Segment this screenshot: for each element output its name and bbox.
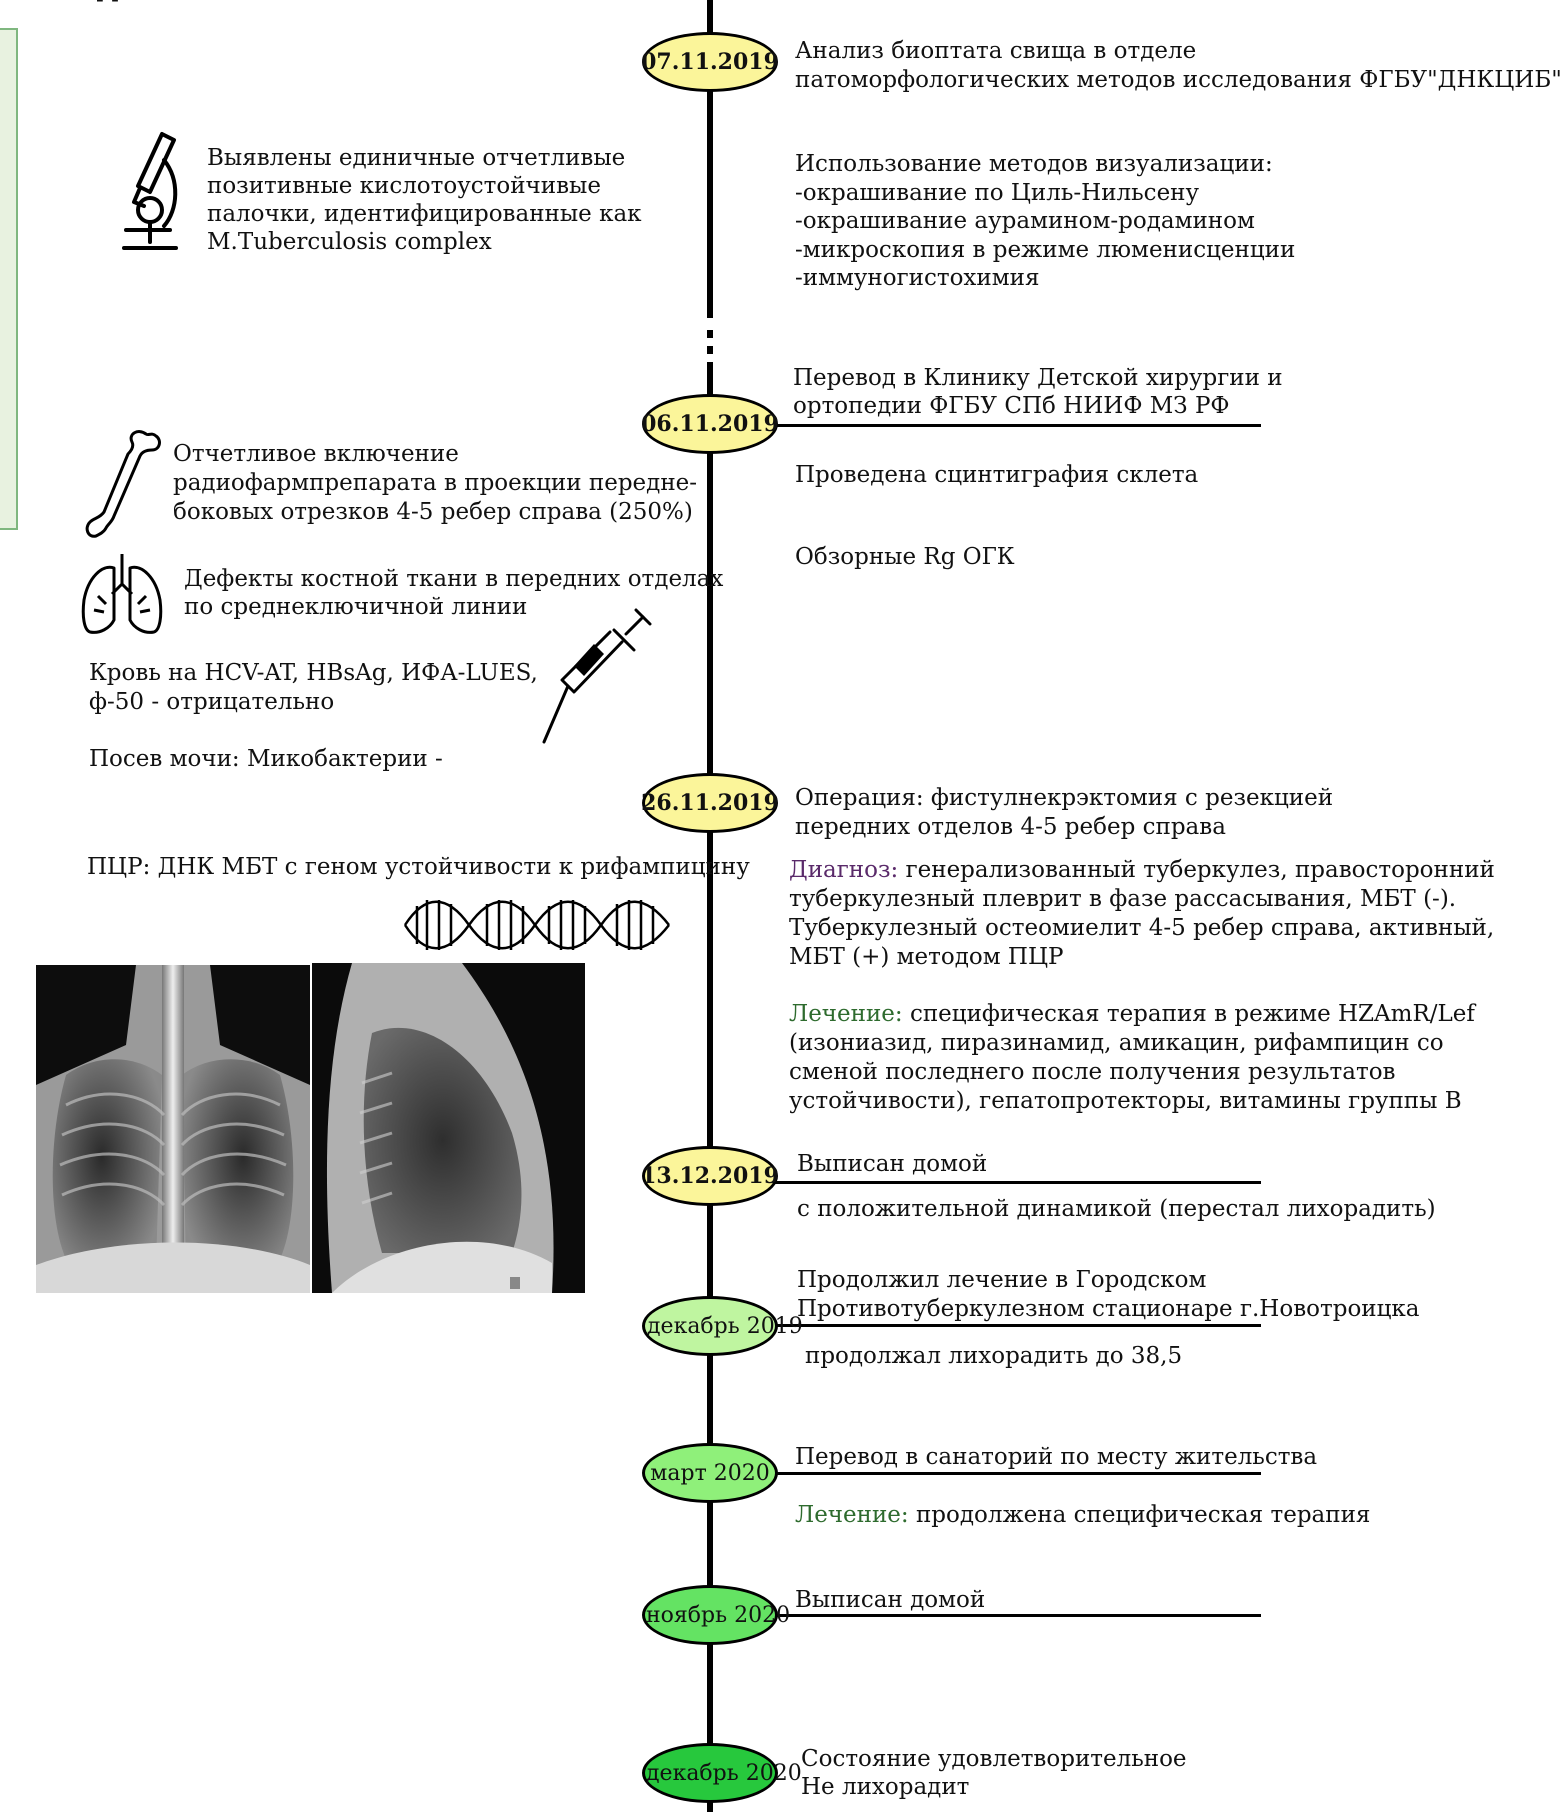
treatment-line: (изониазид, пиразинамид, амикацин, рифам…	[789, 1030, 1444, 1056]
tick-nov-2020	[710, 1614, 1261, 1617]
event-title-line: Перевод в Клинику Детской хирургии и	[793, 365, 1283, 391]
lungs-icon	[81, 554, 163, 634]
node-date: декабрь 2019	[647, 1313, 803, 1339]
event-detail-line: Использование методов визуализации:	[795, 151, 1273, 177]
scintigraphy-finding-line: радиофармпрепарата в проекции передне-	[173, 470, 698, 496]
event-title-line: Не лихорадит	[801, 1774, 970, 1800]
pcr-result-line: ПЦР: ДНК МБТ с геном устойчивости к рифа…	[87, 854, 750, 880]
timeline-node-mar-2020: март 2020	[642, 1443, 778, 1503]
xray-lateral-image	[312, 963, 585, 1293]
tick-dec-2019	[710, 1324, 1261, 1327]
diagnosis-text: генерализованный туберкулез, правосторон…	[898, 857, 1495, 883]
event-detail-line: -окрашивание по Циль-Нильсену	[795, 180, 1200, 206]
blood-test-line: Кровь на HCV-AT, HBsAg, ИФА-LUES,	[89, 660, 538, 686]
treatment-label: Лечение:	[795, 1502, 909, 1528]
tick-mar-2020	[710, 1472, 1261, 1475]
timeline-node-nov-2020: ноябрь 2020	[642, 1585, 790, 1645]
header-fragment: - -	[96, 0, 119, 13]
timeline-node-06-11-2019: 06.11.2019	[641, 394, 779, 454]
event-title-line: передних отделов 4-5 ребер справа	[795, 814, 1226, 840]
microscopy-finding-line: палочки, идентифицированные как	[207, 201, 642, 227]
event-detail-line: с положительной динамикой (перестал лихо…	[797, 1196, 1436, 1222]
microscope-icon	[122, 132, 178, 250]
event-detail-line: -микроскопия в режиме люменисценции	[795, 237, 1296, 263]
tick-13-12	[710, 1181, 1261, 1184]
scintigraphy-finding-line: боковых отрезков 4-5 ребер справа (250%)	[173, 499, 693, 525]
treatment-line: устойчивости), гепатопротекторы, витамин…	[789, 1088, 1462, 1114]
timeline-node-26-11-2019: 26.11.2019	[641, 773, 779, 833]
event-title-line: Противотуберкулезном стационаре г.Новотр…	[797, 1296, 1420, 1322]
dna-icon	[403, 900, 670, 950]
event-title-line: Анализ биоптата свища в отделе	[795, 38, 1197, 64]
node-date: ноябрь 2020	[646, 1602, 791, 1628]
xray-frontal-image	[36, 965, 310, 1293]
side-panel	[0, 28, 18, 530]
event-title-line: Выписан домой	[795, 1587, 986, 1613]
syringe-icon	[542, 608, 652, 744]
treatment-line: Лечение: специфическая терапия в режиме …	[789, 1000, 1475, 1029]
blood-test-line: ф-50 - отрицательно	[89, 689, 335, 715]
event-title-line: Выписан домой	[797, 1151, 988, 1177]
treatment-text: специфическая терапия в режиме HZAmR/Lef	[902, 1001, 1475, 1027]
treatment-text: продолжена специфическая терапия	[908, 1502, 1371, 1528]
timeline-spine-dot2	[707, 346, 713, 354]
timeline-node-dec-2020: декабрь 2020	[642, 1743, 802, 1803]
timeline-node-13-12-2019: 13.12.2019	[641, 1146, 779, 1206]
treatment-label: Лечение:	[789, 1001, 903, 1027]
event-title-line: Перевод в санаторий по месту жительства	[795, 1444, 1318, 1470]
node-date: 26.11.2019	[641, 790, 779, 816]
node-date: 13.12.2019	[641, 1163, 779, 1189]
node-date: декабрь 2020	[646, 1760, 802, 1786]
event-detail-line: -иммуногистохимия	[795, 265, 1040, 291]
tick-06-11	[710, 424, 1261, 427]
node-date: март 2020	[650, 1460, 770, 1486]
ct-finding-line: по среднеключичной линии	[184, 594, 528, 620]
urine-culture-line: Посев мочи: Микобактерии -	[89, 746, 443, 772]
event-detail-line: продолжал лихорадить до 38,5	[805, 1343, 1183, 1369]
event-detail-line: Проведена сцинтиграфия склета	[795, 462, 1199, 488]
event-title-line: Операция: фистулнекрэктомия с резекцией	[795, 785, 1334, 811]
bone-icon	[85, 430, 161, 538]
timeline-spine-dot1	[707, 330, 713, 338]
node-date: 07.11.2019	[641, 49, 779, 75]
diagnosis-line: Туберкулезный остеомиелит 4-5 ребер спра…	[789, 915, 1495, 941]
timeline-spine-top	[707, 0, 713, 318]
microscopy-finding-line: Выявлены единичные отчетливые	[207, 145, 626, 171]
timeline-node-dec-2019: декабрь 2019	[642, 1296, 803, 1356]
event-detail-line: Обзорные Rg ОГК	[795, 544, 1015, 570]
node-date: 06.11.2019	[641, 411, 779, 437]
microscopy-finding-line: позитивные кислотоустойчивые	[207, 173, 601, 199]
event-title-line: патоморфологических методов исследования…	[795, 67, 1562, 93]
timeline-spine-main	[707, 362, 713, 1812]
diagnosis-label: Диагноз:	[789, 857, 899, 883]
event-title-line: Состояние удовлетворительное	[801, 1746, 1187, 1772]
scintigraphy-finding-line: Отчетливое включение	[173, 441, 459, 467]
treatment-line: сменой последнего после получения резуль…	[789, 1059, 1396, 1085]
diagnosis-line: туберкулезный плеврит в фазе рассасывани…	[789, 886, 1457, 912]
timeline-node-07-11-2019: 07.11.2019	[641, 32, 779, 92]
diagnosis-line: Диагноз: генерализованный туберкулез, пр…	[789, 856, 1495, 885]
event-title-line: ортопедии ФГБУ СПб НИИФ МЗ РФ	[793, 393, 1230, 419]
diagnosis-line: МБТ (+) методом ПЦР	[789, 944, 1064, 970]
microscopy-finding-line: M.Tuberculosis complex	[207, 229, 492, 255]
event-title-line: Продолжил лечение в Городском	[797, 1267, 1207, 1293]
event-detail-line: -окрашивание аурамином-родамином	[795, 208, 1255, 234]
ct-finding-line: Дефекты костной ткани в передних отделах	[184, 566, 724, 592]
treatment-line: Лечение: продолжена специфическая терапи…	[795, 1501, 1370, 1530]
